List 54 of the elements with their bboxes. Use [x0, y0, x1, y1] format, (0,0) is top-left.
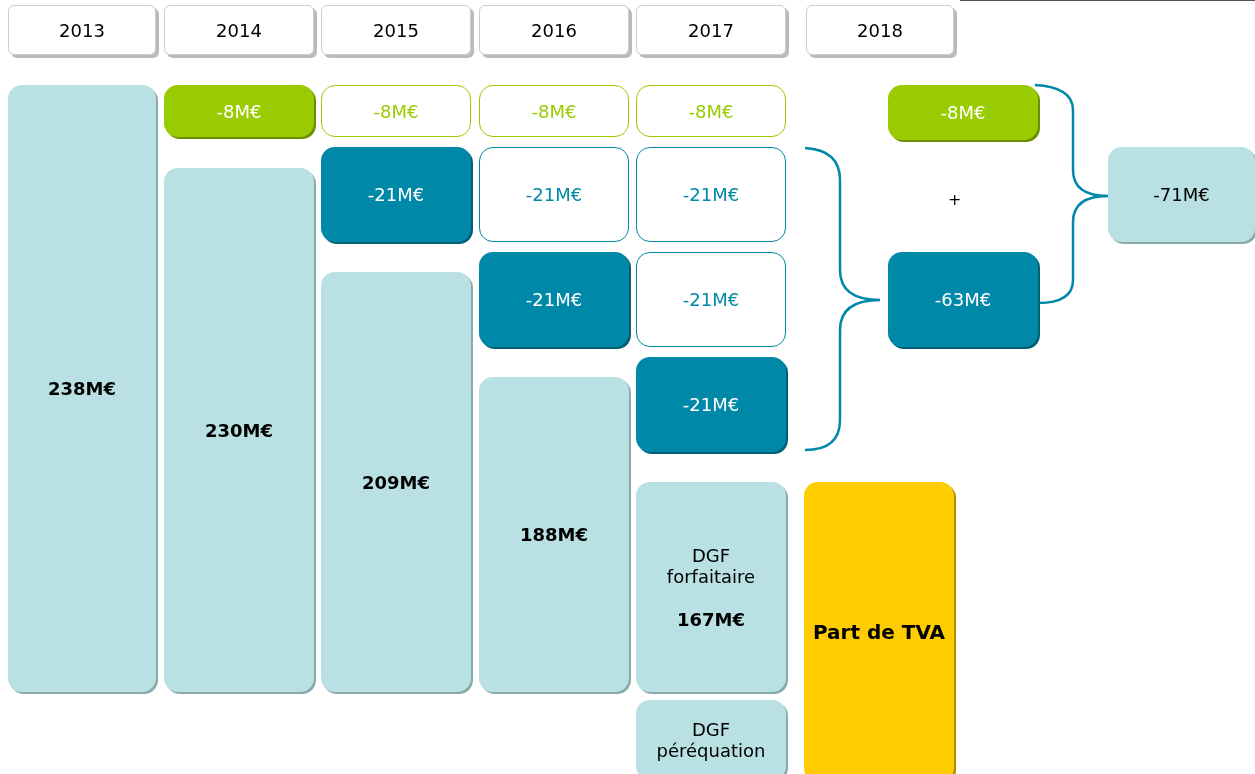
value-label: -71M€ — [1153, 184, 1210, 205]
amount-bar — [636, 700, 786, 774]
reduction-box — [479, 252, 629, 347]
reduction-box — [888, 85, 1038, 140]
year-label: 2016 — [531, 19, 577, 41]
value-label: -21M€ — [682, 289, 740, 310]
amount-label: Part de TVA — [812, 620, 946, 644]
year-tab — [479, 5, 629, 55]
value-label: -63M€ — [934, 289, 992, 310]
value-label: DGF forfaitaire — [665, 544, 757, 587]
amount-label: 167M€ — [677, 608, 745, 630]
reduction-outline-box — [636, 252, 786, 347]
amount-bar — [8, 85, 156, 692]
year-tab — [806, 5, 954, 55]
reduction-box — [321, 147, 471, 242]
reduction-outline-box — [479, 85, 629, 137]
amount-bar — [321, 272, 471, 692]
amount-label: 188M€ — [520, 524, 588, 545]
year-tab — [164, 5, 314, 55]
reduction-outline-box — [479, 147, 629, 242]
value-label: -8M€ — [940, 102, 986, 123]
year-label: 2015 — [373, 19, 419, 41]
year-tab — [8, 5, 156, 55]
value-label: -8M€ — [216, 100, 262, 122]
reduction-outline-box — [636, 85, 786, 137]
reduction-box — [164, 85, 314, 137]
reduction-outline-box — [636, 147, 786, 242]
reduction-outline-box — [321, 85, 471, 137]
amount-label: 230M€ — [205, 419, 273, 441]
value-label: -21M€ — [525, 289, 583, 310]
value-label: -21M€ — [682, 394, 740, 415]
reduction-box — [636, 357, 786, 452]
year-label: 2013 — [59, 19, 105, 41]
amount-label: 209M€ — [362, 471, 430, 493]
amount-bar — [1108, 147, 1255, 242]
plus-sign: + — [948, 190, 962, 209]
value-label: -21M€ — [367, 184, 425, 205]
reduction-box — [888, 252, 1038, 347]
amount-bar — [164, 168, 314, 692]
value-label: -8M€ — [531, 100, 577, 122]
year-label: 2018 — [857, 19, 903, 41]
value-label: DGF péréquation — [655, 719, 767, 761]
tax-share-bar — [804, 482, 954, 774]
year-tab — [321, 5, 471, 55]
year-label: 2017 — [688, 19, 734, 41]
amount-bar — [636, 482, 786, 692]
value-label: -21M€ — [525, 184, 583, 205]
amount-label: 238M€ — [48, 378, 116, 399]
value-label: -21M€ — [682, 184, 740, 205]
amount-bar — [479, 377, 629, 692]
value-label: -8M€ — [688, 100, 734, 122]
value-label: -8M€ — [373, 100, 419, 122]
year-tab — [636, 5, 786, 55]
year-label: 2014 — [216, 19, 262, 41]
